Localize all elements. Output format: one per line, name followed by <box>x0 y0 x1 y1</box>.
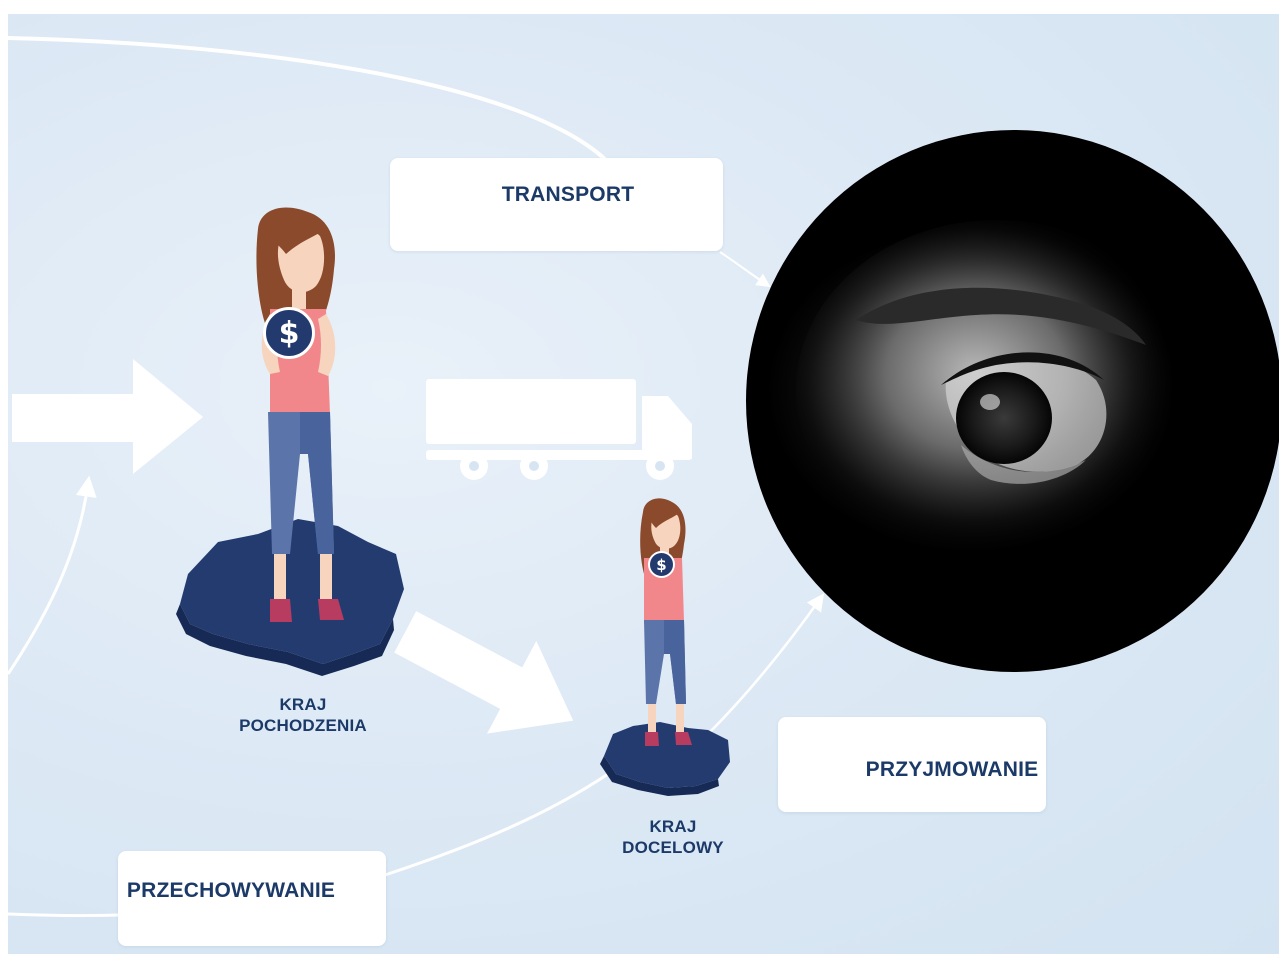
transport-label-box <box>390 158 723 251</box>
przyjmowanie-label: PRZYJMOWANIE <box>865 758 1039 781</box>
przyjmowanie-label-box <box>778 717 1046 812</box>
transport-label: TRANSPORT <box>501 183 635 206</box>
przechowywanie-label: PRZECHOWYWANIE <box>126 879 336 902</box>
eye-photo-circle <box>746 130 1279 672</box>
origin-label-line2: POCHODZENIA <box>239 716 367 736</box>
dollar-sign-icon: $ <box>263 307 315 359</box>
flow-line-transport <box>719 251 771 288</box>
flow-background <box>8 36 825 918</box>
destination-label-line1: KRAJ <box>649 817 697 836</box>
truck-icon <box>426 379 692 480</box>
dollar-badge-symbol-small: $ <box>656 555 667 574</box>
arrow-right-icon <box>12 359 203 474</box>
diagram-canvas: $ $ <box>8 14 1279 954</box>
dollar-sign-icon-small: $ <box>648 551 675 578</box>
flow-line-top <box>8 36 610 164</box>
origin-label-line1: KRAJ <box>279 695 327 714</box>
destination-label-line2: DOCELOWY <box>622 838 724 858</box>
destination-country-label: KRAJ DOCELOWY <box>598 816 748 859</box>
arrow-diagonal <box>394 611 574 734</box>
flow-line-to-circle <box>707 593 825 735</box>
flow-line-left <box>8 475 97 675</box>
przechowywanie-label-box <box>118 851 386 946</box>
eye-icon <box>796 220 1196 560</box>
origin-country-label: KRAJ POCHODZENIA <box>208 694 398 737</box>
dollar-badge-symbol: $ <box>278 315 300 351</box>
